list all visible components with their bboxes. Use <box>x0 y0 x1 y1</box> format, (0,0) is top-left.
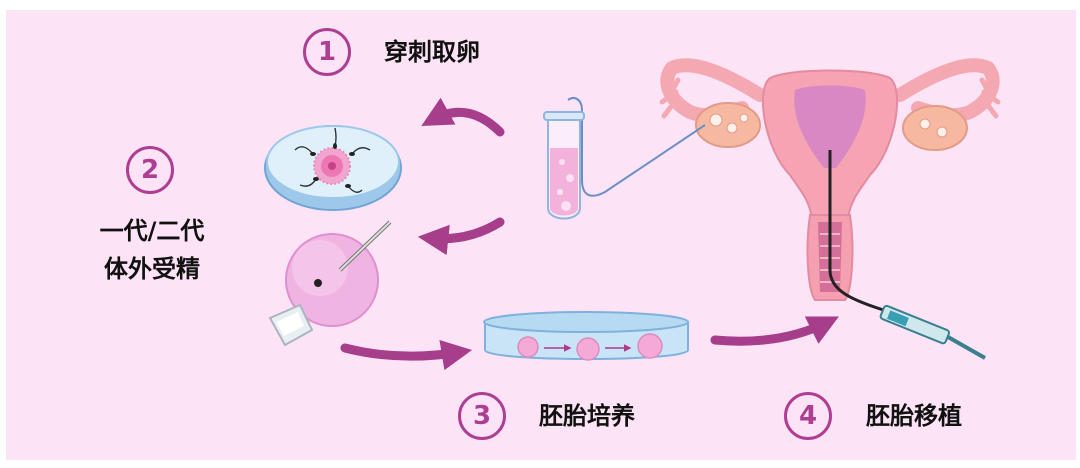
aspiration-line <box>567 97 706 197</box>
step-4-label: 胚胎移植 <box>866 402 962 430</box>
background-panel <box>6 10 1076 460</box>
step-3-label: 胚胎培养 <box>539 402 635 430</box>
arrow-to-transfer <box>710 316 839 346</box>
uterus-illustration <box>659 58 1001 301</box>
petri-dish-fertilization <box>264 125 402 211</box>
step-1-label: 穿刺取卵 <box>384 38 480 66</box>
step-2-label-line1: 一代/二代 <box>99 217 205 245</box>
step-1-number: 1 <box>303 28 351 76</box>
step-2-label-line2: 体外受精 <box>104 255 200 283</box>
culture-dish <box>483 311 689 361</box>
test-tube <box>543 111 585 220</box>
icsi-illustration <box>268 220 392 347</box>
arrow-to-fertilization <box>421 97 505 137</box>
step-3-number: 3 <box>458 392 506 440</box>
arrow-to-icsi <box>417 217 505 256</box>
step-2-number: 2 <box>126 146 174 194</box>
ovary-right <box>902 105 968 151</box>
step-4-number: 4 <box>784 392 832 440</box>
transfer-catheter <box>828 150 986 360</box>
arrow-to-culture <box>340 339 473 371</box>
